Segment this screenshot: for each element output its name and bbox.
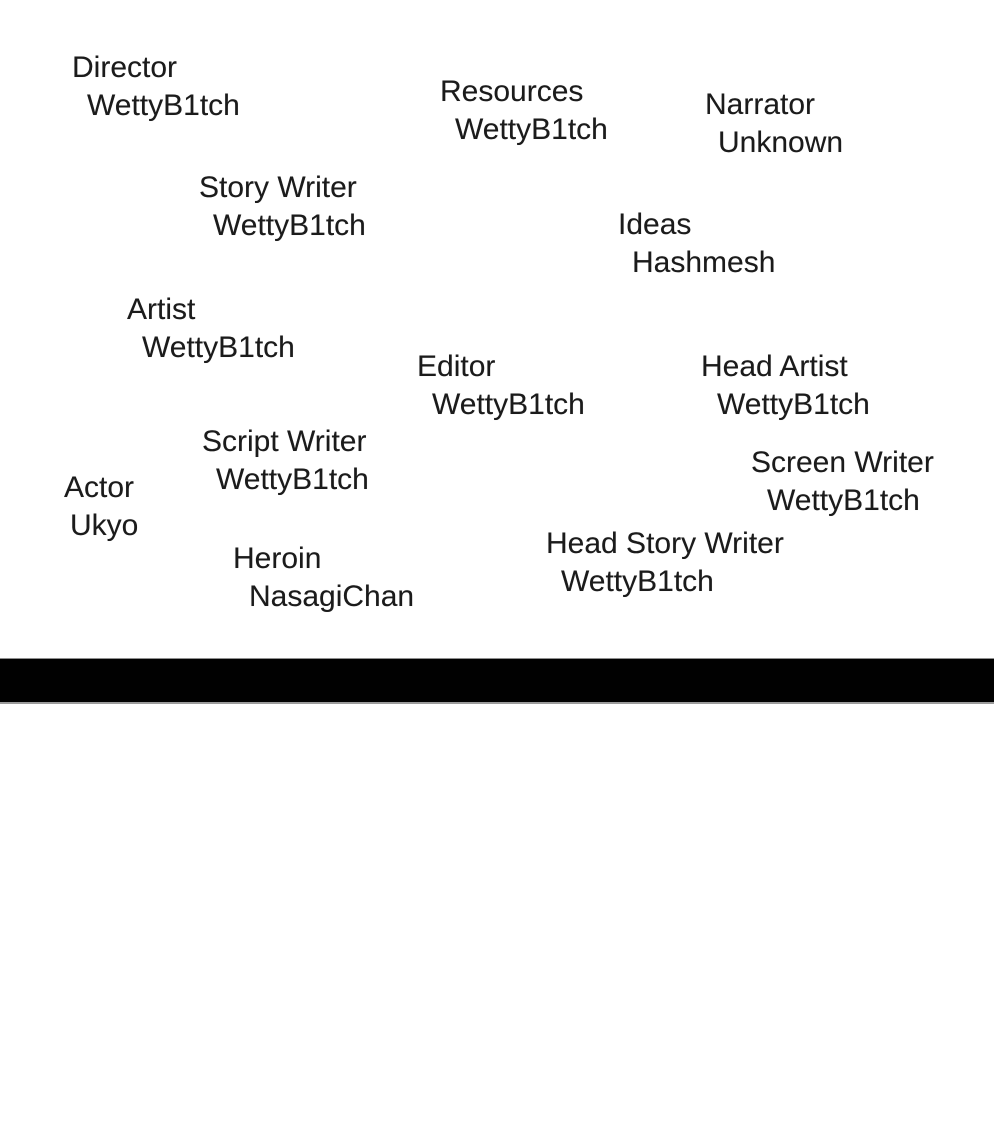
credit-role: Head Story Writer [546,527,784,560]
credit-head-artist: Head Artist WettyB1tch [701,348,870,424]
credit-role: Story Writer [199,171,357,204]
credit-role: Resources [440,75,584,108]
credit-name: WettyB1tch [432,388,585,421]
credit-role: Script Writer [202,425,367,458]
credit-director: Director WettyB1tch [72,49,240,125]
credit-name: WettyB1tch [767,484,920,517]
credit-role: Screen Writer [751,446,934,479]
credit-ideas: Ideas Hashmesh [618,206,775,282]
credit-script-writer: Script Writer WettyB1tch [202,423,369,499]
credit-screen-writer: Screen Writer WettyB1tch [751,444,934,520]
credit-name: WettyB1tch [216,463,369,496]
credit-role: Head Artist [701,350,848,383]
credit-editor: Editor WettyB1tch [417,348,585,424]
credit-heroin: Heroin NasagiChan [233,540,414,616]
credit-name: WettyB1tch [561,565,714,598]
credit-head-story-writer: Head Story Writer WettyB1tch [546,525,784,601]
credit-role: Artist [127,293,196,326]
credit-name: WettyB1tch [717,388,870,421]
credit-role: Narrator [705,88,816,121]
credit-resources: Resources WettyB1tch [440,73,608,149]
credit-role: Heroin [233,542,322,575]
credit-role: Ideas [618,208,692,241]
credit-name: WettyB1tch [142,331,295,364]
credit-name: Hashmesh [632,246,776,279]
credit-name: NasagiChan [249,580,415,613]
credit-role: Actor [64,471,135,504]
credit-name: WettyB1tch [455,113,608,146]
credit-name: WettyB1tch [87,89,240,122]
credit-actor: Actor Ukyo [64,469,138,545]
credit-name: WettyB1tch [213,209,366,242]
credit-role: Editor [417,350,496,383]
credit-name: Unknown [718,126,844,159]
divider-bar [0,658,994,704]
credit-narrator: Narrator Unknown [705,86,843,162]
credit-artist: Artist WettyB1tch [127,291,295,367]
credit-role: Director [72,51,178,84]
credit-story-writer: Story Writer WettyB1tch [199,169,366,245]
credit-name: Ukyo [70,509,139,542]
